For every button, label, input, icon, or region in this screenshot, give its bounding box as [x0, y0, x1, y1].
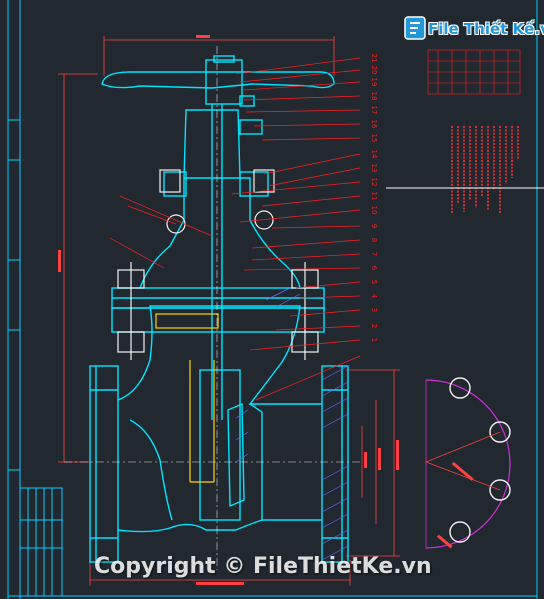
part-number-10: 10: [370, 206, 378, 215]
packing: [155, 313, 219, 483]
flange-end-view: [425, 377, 511, 549]
part-number-19: 19: [370, 78, 378, 87]
flange-dimension-text: [436, 461, 474, 549]
bolts: [117, 169, 319, 360]
part-number-16: 16: [370, 120, 378, 129]
logo-text: File Thiết Kế.vn: [428, 20, 544, 38]
frame-ticks: [8, 119, 20, 471]
parts-list-table: [427, 49, 521, 95]
section-hatch: [235, 287, 349, 561]
part-number-11: 11: [370, 192, 378, 201]
part-number-18: 18: [370, 92, 378, 101]
part-number-20: 20: [370, 66, 378, 75]
part-number-5: 5: [370, 280, 378, 284]
part-number-2: 2: [370, 324, 378, 328]
dimension-text-blocks: [58, 35, 399, 585]
part-number-7: 7: [370, 252, 378, 256]
part-number-21: 21: [370, 54, 378, 63]
leader-lines: [109, 57, 361, 401]
drawing-frame: [7, 0, 538, 599]
copyright-watermark: Copyright © FileThietKe.vn: [94, 554, 432, 579]
part-number-4: 4: [370, 294, 378, 299]
part-number-17: 17: [370, 106, 378, 115]
dimensions: [58, 36, 400, 586]
part-number-12: 12: [370, 178, 378, 187]
part-number-13: 13: [370, 164, 378, 173]
center-lines: [64, 46, 360, 570]
part-number-8: 8: [370, 238, 378, 242]
part-number-15: 15: [370, 134, 378, 143]
file-thiet-ke-logo-icon: [404, 16, 426, 40]
part-number-14: 14: [370, 150, 378, 159]
part-number-9: 9: [370, 224, 378, 228]
part-number-1: 1: [370, 338, 378, 342]
part-number-3: 3: [370, 308, 378, 312]
site-logo: File Thiết Kế.vn: [404, 14, 544, 44]
part-number-6: 6: [370, 266, 378, 271]
